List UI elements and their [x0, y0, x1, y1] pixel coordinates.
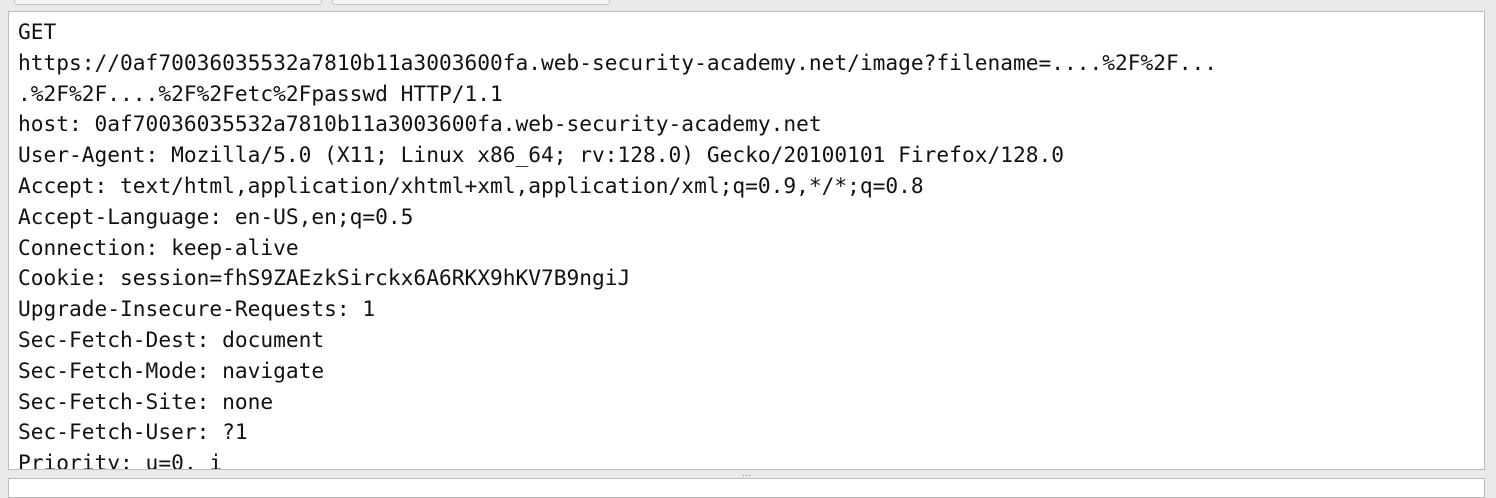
- request-line: Sec-Fetch-Site: none: [18, 388, 274, 414]
- request-line: host: 0af70036035532a7810b11a3003600fa.w…: [18, 111, 822, 137]
- request-line: Accept-Language: en-US,en;q=0.5: [18, 203, 414, 229]
- request-line: Sec-Fetch-Mode: navigate: [18, 357, 325, 383]
- request-text[interactable]: GET https://0af70036035532a7810b11a300360…: [18, 17, 1218, 470]
- grip-dots-icon: …: [742, 473, 764, 476]
- tab-left[interactable]: [14, 0, 322, 5]
- request-line: Sec-Fetch-User: ?1: [18, 419, 248, 445]
- request-line: GET: [18, 19, 57, 44]
- vertical-scrollbar[interactable]: [1485, 11, 1496, 470]
- request-line: Accept: text/html,application/xhtml+xml,…: [18, 172, 924, 198]
- lower-panel: [8, 478, 1485, 498]
- request-line: User-Agent: Mozilla/5.0 (X11; Linux x86_…: [18, 142, 1064, 168]
- request-line: Cookie: session=fhS9ZAEzkSirckx6A6RKX9hK…: [18, 265, 631, 291]
- request-line: Sec-Fetch-Dest: document: [18, 326, 325, 352]
- request-line: Upgrade-Insecure-Requests: 1: [18, 296, 376, 322]
- panel-splitter[interactable]: …: [0, 470, 1496, 478]
- tab-right[interactable]: [332, 0, 610, 5]
- tab-strip: [0, 0, 1496, 11]
- request-line: https://0af70036035532a7810b11a3003600fa…: [18, 49, 1218, 75]
- request-editor[interactable]: GET https://0af70036035532a7810b11a300360…: [8, 11, 1485, 470]
- request-line: .%2F%2F....%2F%2Fetc%2Fpasswd HTTP/1.1: [18, 80, 503, 106]
- request-line: Priority: u=0, i: [18, 450, 223, 470]
- request-line: Connection: keep-alive: [18, 234, 299, 260]
